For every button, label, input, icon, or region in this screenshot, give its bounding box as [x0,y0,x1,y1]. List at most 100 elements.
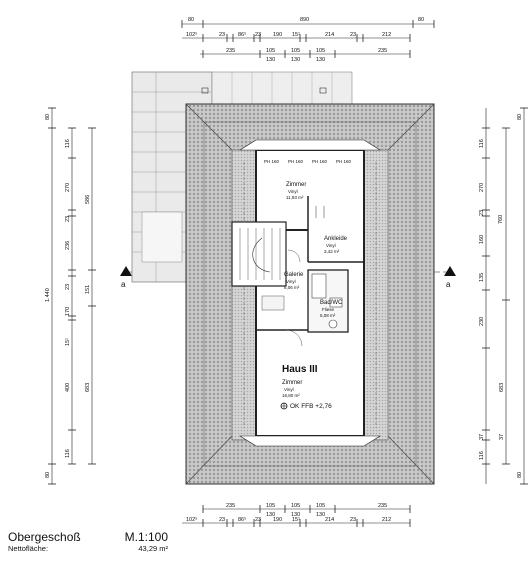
dim-left-inner-1: 151 [85,285,91,294]
dim-top-r3-1: 105 [266,48,275,54]
dim-bot-r1-1: 105 [266,503,275,509]
net-area-value: 43,29 m² [138,544,168,553]
plan-title: Obergeschoß [8,530,81,544]
floor-plan-drawing: 80 890 80 102⁵ 23 86⁵ 23 190 15¹ 214 23 … [45,17,528,527]
dim-left-mid-6: 15¹ [65,338,71,346]
dim-bot-r2-6: 214 [325,517,334,523]
plan-title-block: Obergeschoß M.1:100 Nettofläche: 43,29 m… [8,530,168,553]
room-name: Zimmer [286,182,306,188]
dim-right-mid-4: 135 [479,273,485,282]
room-floor: Vinyl [284,387,294,392]
dim-right-mid-7: 116 [479,451,485,460]
room-area: 16,80 m² [282,393,300,398]
dim-top-r3s-2: 130 [316,57,325,63]
dim-top-r3s-0: 130 [266,57,275,63]
room-name: Bad/WC [320,300,343,306]
dim-bot-r1s-2: 130 [316,512,325,518]
dim-bot-r1-2: 105 [291,503,300,509]
window-mark-0: PH 160 [264,159,280,164]
plan-scale: M.1:100 [124,530,168,544]
dim-top-r3-4: 235 [378,48,387,54]
section-marker-right: a [398,266,456,289]
room-floor: Vinyl [288,189,298,194]
room-galerie: Galerie Vinyl 6,06 m² [284,272,304,290]
room-area: 11,93 m² [286,195,304,200]
dim-top-r2-3: 23 [255,32,261,38]
dim-top-r3s-1: 130 [291,57,300,63]
left-dimension-chains [48,107,96,485]
room-name: Zimmer [282,380,302,386]
dim-right-mid-3: 160 [479,235,485,244]
dim-left-mid-8: 116 [65,449,71,458]
interior-floor [231,139,382,447]
dim-left-mid-2: 23 [65,216,71,222]
room-floor: Vinyl [286,279,296,284]
level-mark: OK FFB +2,76 [280,402,332,410]
dim-right-mid-5: 230 [479,317,485,326]
dim-top-r2-5: 15¹ [292,32,300,38]
dim-right-inner-1: 37 [499,434,505,440]
dim-right-outer-1: 760 [498,215,504,224]
dim-top-r1-c: 80 [418,17,424,23]
dim-top-r1-b: 890 [300,17,309,23]
room-floor: Vinyl [326,243,336,248]
room-floor: Fliese [322,307,335,312]
dim-bot-r2-2: 86⁵ [238,516,246,523]
dim-bot-r1-0: 235 [226,503,235,509]
dim-left-mid-0: 116 [65,139,71,148]
dim-top-r2-6: 214 [325,32,334,38]
section-label-right: a [446,280,451,289]
dim-bot-r2-3: 23 [255,517,261,523]
dim-bot-r2-4: 190 [273,517,282,523]
house-label: Haus III [282,364,318,375]
dim-right-outer-0: 80 [517,114,523,120]
dim-bot-r2-8: 212 [382,517,391,523]
right-dimension-chains [482,107,528,485]
bottom-dimension-chains [182,505,411,527]
room-zimmer-bottom: Zimmer Vinyl 16,80 m² [282,380,302,398]
dim-left-outer-1: 1.440 [45,288,51,302]
room-zimmer-top: Zimmer Vinyl 11,93 m² [286,182,306,200]
dim-left-mid-3: 236 [65,241,71,250]
dim-bot-r1-3: 105 [316,503,325,509]
dim-top-r3-0: 235 [226,48,235,54]
dim-top-r3-3: 105 [316,48,325,54]
net-area-label: Nettofläche: [8,544,49,553]
dim-bot-r2-0: 102⁵ [186,516,197,523]
room-area: 3,42 m² [324,249,340,254]
dim-left-mid-4: 23 [65,284,71,290]
dim-bot-r1-4: 235 [378,503,387,509]
dim-bot-r2-1: 23 [219,517,225,523]
room-bad-wc: Bad/WC Fliese 5,08 m² [320,300,343,318]
dim-right-mid-1: 270 [479,183,485,192]
dim-bot-r2-7: 23 [350,517,356,523]
top-dimension-chains [181,20,435,58]
dim-bot-r1s-1: 130 [291,512,300,518]
dim-left-outer-2: 80 [45,472,51,478]
dim-top-r2-1: 23 [219,32,225,38]
window-mark-2: PH 160 [312,159,328,164]
dim-bot-r2-5: 15¹ [292,517,300,523]
dim-bot-r1s-0: 130 [266,512,275,518]
window-mark-1: PH 160 [288,159,304,164]
dim-right-mid-6: 37 [479,434,485,440]
dim-top-r3-2: 105 [291,48,300,54]
dim-top-r2-7: 23 [350,32,356,38]
dim-left-mid-7: 400 [65,383,71,392]
dim-right-mid-0: 116 [479,139,485,148]
section-label-left: a [121,280,126,289]
dim-left-mid-1: 270 [65,183,71,192]
dim-left-outer-0: 80 [45,114,51,120]
level-mark-text: OK FFB +2,76 [290,403,332,410]
dim-top-r2-8: 212 [382,32,391,38]
window-mark-3: PH 160 [336,159,352,164]
dim-top-r2-0: 102⁵ [186,31,197,38]
room-ankleide: Ankleide Vinyl 3,42 m² [324,236,348,254]
room-name: Galerie [284,272,304,278]
room-name: Ankleide [324,236,348,242]
dim-right-mid-2: 23 [479,210,485,216]
dim-right-inner-0: 683 [499,383,505,392]
dim-top-r2-2: 86⁵ [238,31,246,38]
room-area: 6,06 m² [284,285,300,290]
dim-left-mid-5: 170 [65,307,71,316]
